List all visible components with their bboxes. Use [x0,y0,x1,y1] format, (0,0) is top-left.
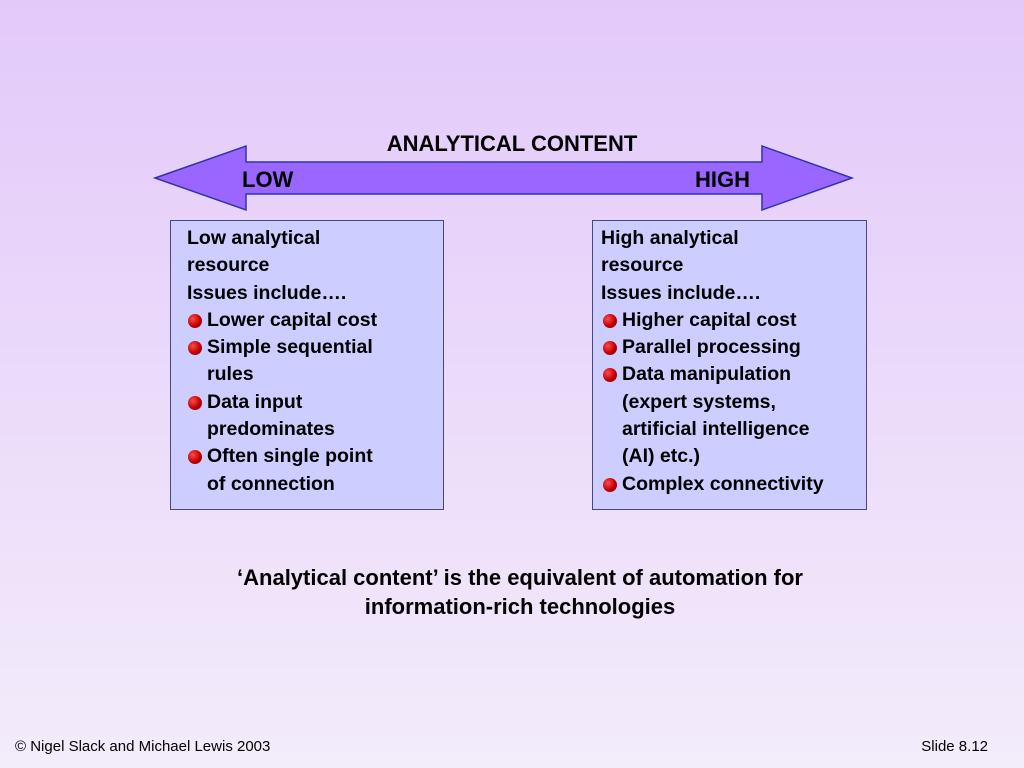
bullet-icon [603,368,617,383]
bullet-icon [603,341,617,356]
slide-caption: ‘Analytical content’ is the equivalent o… [0,563,1024,621]
list-item: Often single point of connection [187,443,443,498]
footer-slide-number: Slide 8.12 [921,738,988,755]
list-item-line: Parallel processing [622,336,801,359]
bullet-icon [603,477,617,492]
arrow-label-high: HIGH [695,167,750,192]
bullet-icon [188,450,202,465]
list-item-line: of connection [207,472,335,495]
list-item-line: (expert systems, [622,390,776,413]
list-item: Data manipulation (expert systems, artif… [601,361,866,470]
bullet-icon [188,341,202,356]
low-box-intro: Low analytical resource Issues include…. [187,225,443,307]
list-item-line: Lower capital cost [207,308,378,331]
high-box-intro: High analytical resource Issues include…… [601,225,866,307]
list-item-line: artificial intelligence [622,418,810,441]
list-item-line: Data manipulation [622,363,792,386]
footer-copyright: © Nigel Slack and Michael Lewis 2003 [15,738,271,755]
arrow-shape [152,144,855,212]
low-intro-line: resource [187,254,270,277]
list-item: Simple sequential rules [187,334,443,389]
slide-heading: ANALYTICAL CONTENT [386,131,638,156]
list-item-line: Simple sequential [207,336,373,359]
list-item: Complex connectivity [601,471,866,498]
low-intro-line: Issues include…. [187,281,347,304]
list-item: Data input predominates [187,389,443,444]
low-analytical-box: Low analytical resource Issues include….… [170,220,444,510]
list-item-line: rules [207,363,254,386]
bullet-icon [603,313,617,328]
list-item-line: Higher capital cost [622,308,797,331]
high-intro-line: High analytical [601,227,739,249]
high-intro-line: Issues include…. [601,281,761,304]
list-item-line: (AI) etc.) [622,445,700,468]
caption-line: ‘Analytical content’ is the equivalent o… [237,565,803,590]
low-issues-list: Lower capital cost Simple sequential rul… [187,307,443,498]
list-item: Lower capital cost [187,307,443,334]
bullet-icon [188,395,202,410]
list-item-line: Often single point [207,445,373,468]
caption-line: information-rich technologies [364,594,676,619]
low-intro-line: Low analytical [187,227,321,249]
list-item: Parallel processing [601,334,866,361]
list-item-line: Complex connectivity [622,472,824,495]
list-item-line: Data input [207,390,303,413]
list-item: Higher capital cost [601,307,866,334]
high-issues-list: Higher capital cost Parallel processing … [601,307,866,498]
bullet-icon [188,313,202,328]
high-intro-line: resource [601,254,684,277]
list-item-line: predominates [207,418,335,441]
high-analytical-box: High analytical resource Issues include…… [592,220,867,510]
double-headed-arrow [152,144,855,212]
arrow-label-low: LOW [242,167,294,192]
